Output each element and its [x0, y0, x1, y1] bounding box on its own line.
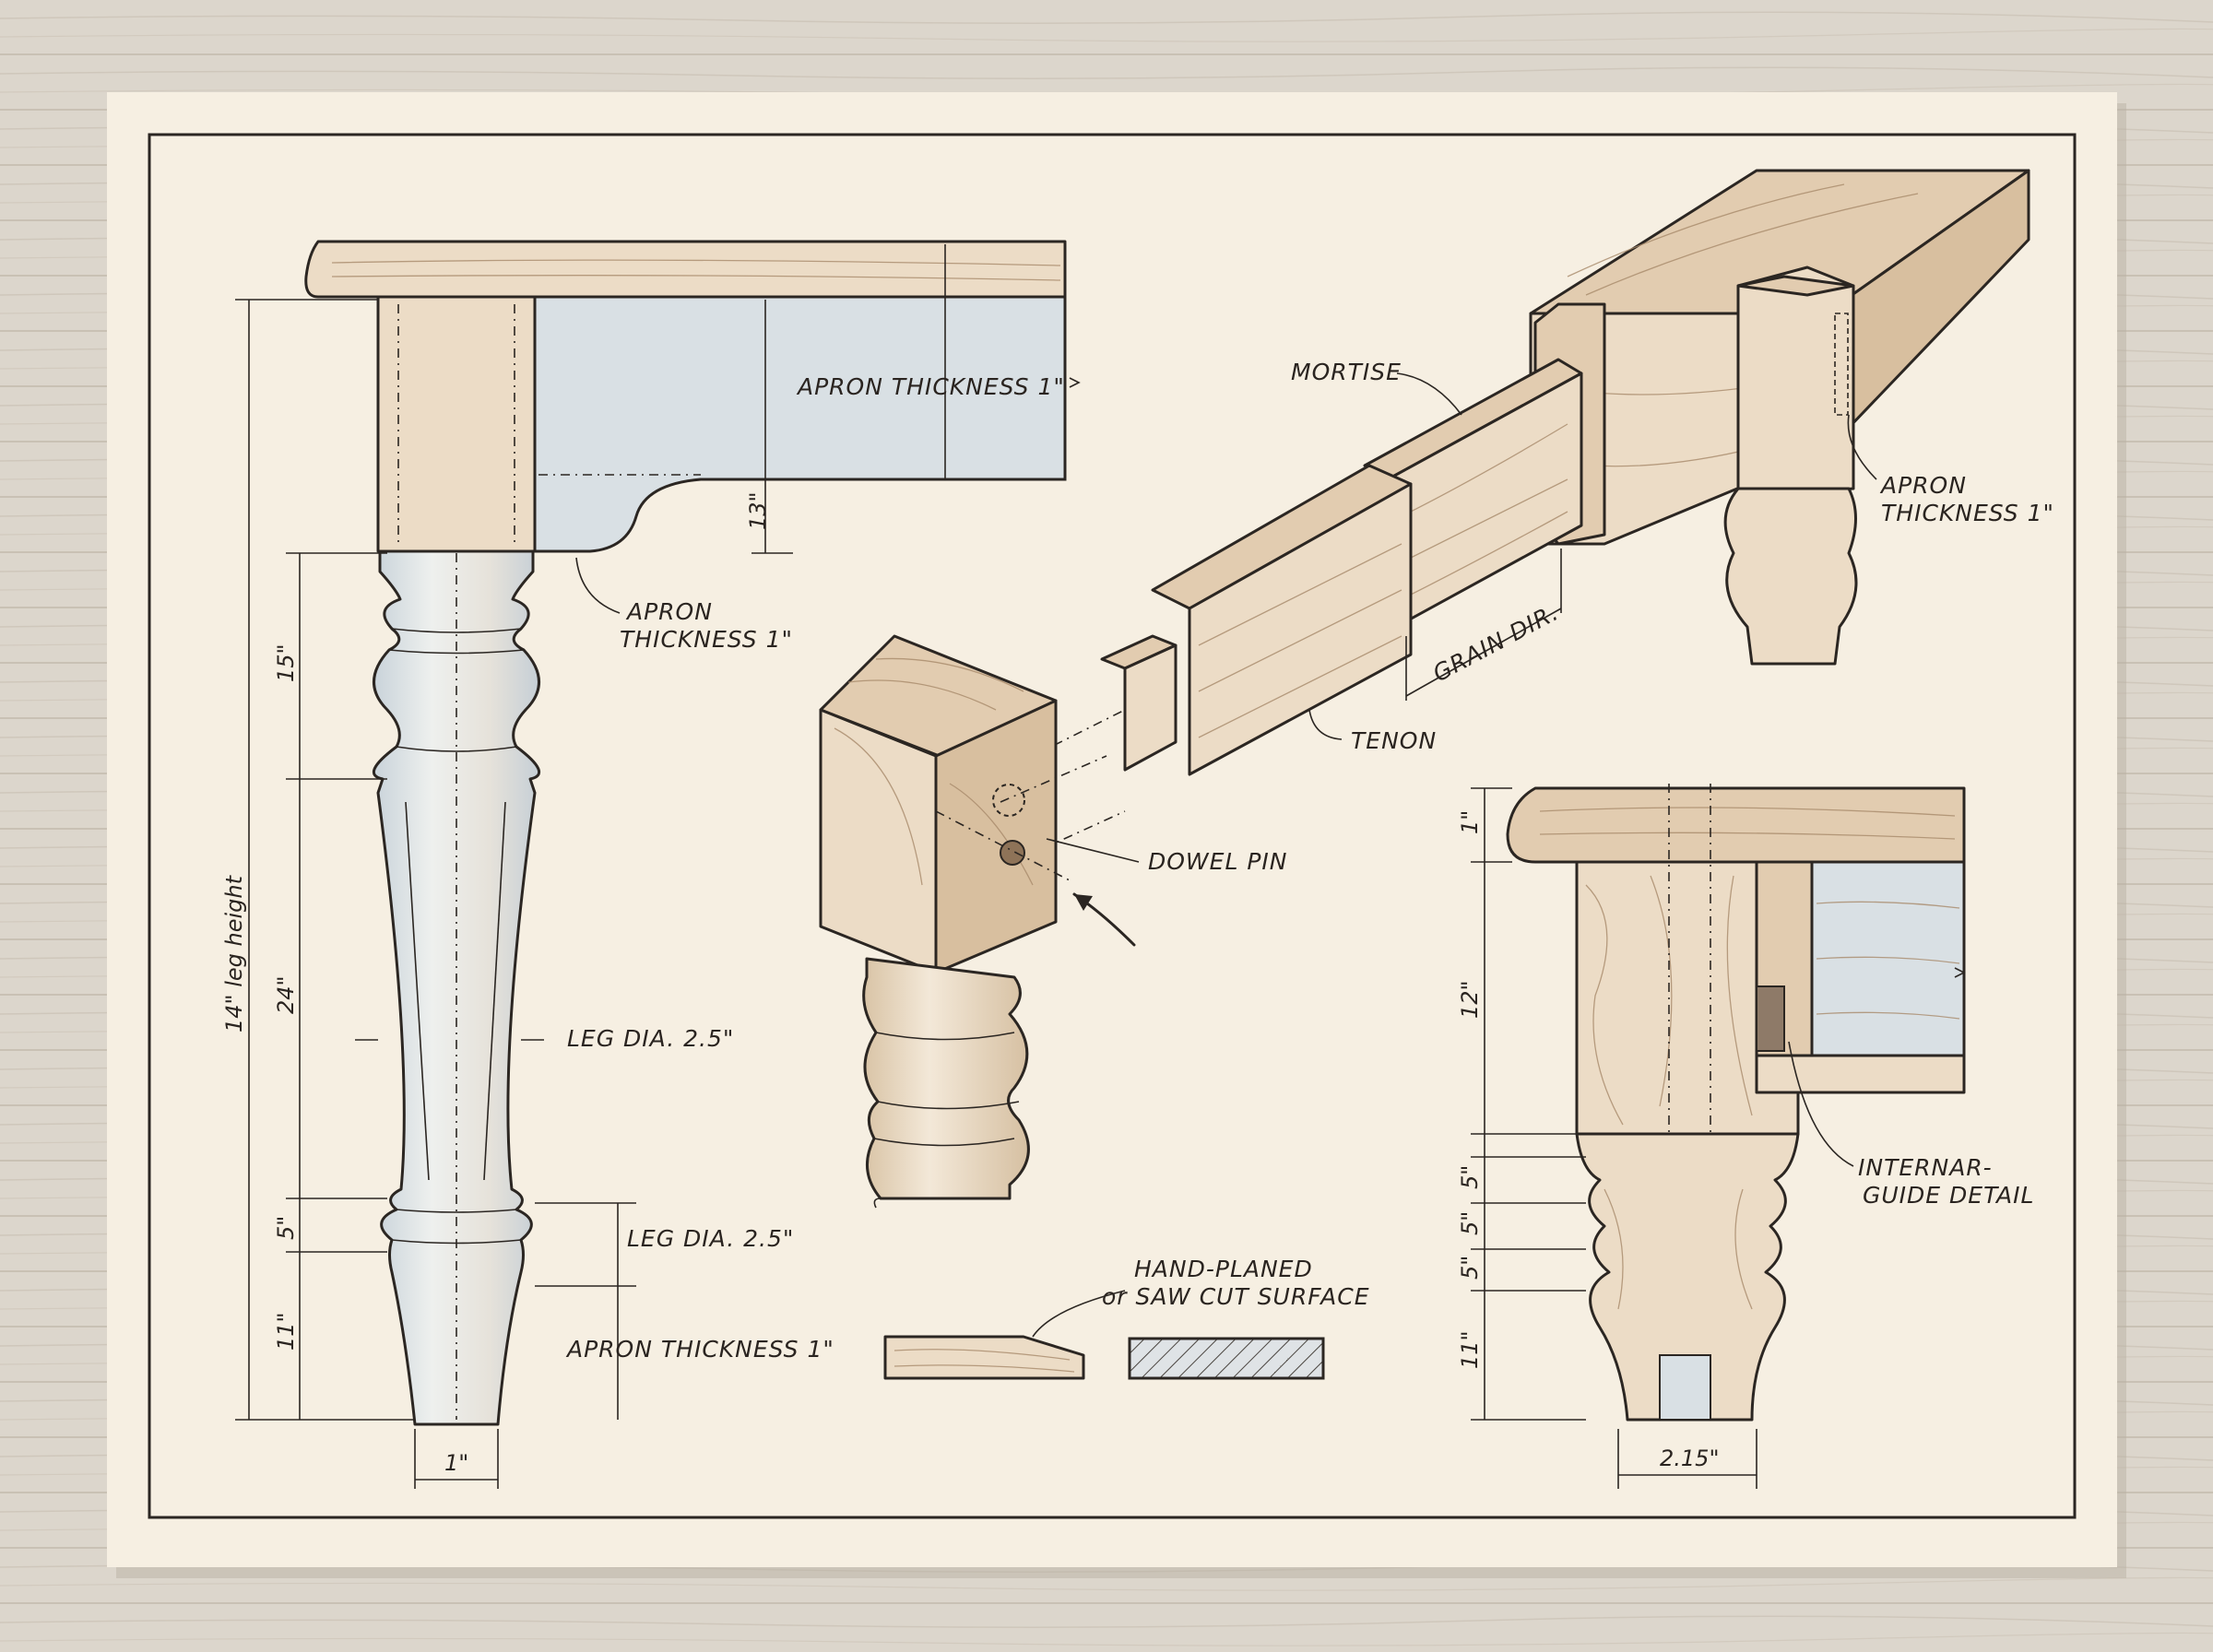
leg-upper-block — [376, 295, 537, 553]
internal-guide-block — [1756, 985, 1785, 1052]
label-tenon: TENON — [1351, 727, 1437, 754]
apron-board — [533, 295, 1067, 553]
label-apron-left-1: APRON — [625, 598, 713, 625]
label-apron-right-2: THICKNESS 1" — [1881, 500, 2054, 526]
section-top — [1506, 786, 1966, 864]
section-apron — [1810, 860, 1966, 1057]
label-hand-planed-1: HAND-PLANED — [1134, 1256, 1313, 1282]
section-dim-5c: 5" — [1457, 1256, 1483, 1280]
turned-leg-detail — [862, 957, 1030, 1200]
dim-1-bottom: 1" — [444, 1450, 468, 1476]
section-dim-215: 2.15" — [1660, 1446, 1719, 1471]
label-apron-right-1: APRON — [1879, 472, 1967, 499]
leg-block-dowel-view: DOWEL PIN — [819, 634, 1287, 1209]
label-leg-dia-mid: LEG DIA. 2.5" — [567, 1025, 734, 1052]
dim-24: 24" — [273, 975, 299, 1014]
label-internal-guide-1: INTERNAR- — [1858, 1154, 1993, 1181]
drawing-border — [148, 133, 2077, 1519]
dim-leg-height: 14" leg height — [221, 874, 247, 1032]
label-leg-dia-low: LEG DIA. 2.5" — [627, 1225, 794, 1252]
label-apron-thickness-bottom: APRON THICKNESS 1" — [565, 1336, 834, 1363]
dowel-hole — [1000, 840, 1025, 866]
dim-15: 15" — [273, 643, 299, 682]
section-lower-leg — [1575, 1132, 1800, 1422]
apron-board-exploded — [1188, 482, 1413, 776]
leg-block-side — [934, 699, 1058, 974]
surface-detail: HAND-PLANED or SAW CUT SURFACE — [883, 1256, 1370, 1380]
dim-13: 13" — [745, 491, 771, 530]
label-dowel-pin: DOWEL PIN — [1148, 848, 1287, 875]
section-view: 1" 12" 5" 5" 5" 11" 2.15" INTERNAR- GUID… — [1457, 784, 2034, 1489]
turned-leg — [372, 549, 541, 1426]
mortise-tenon-exploded-view: GRAIN DIR. MORTISE TENON APRON THICKNESS… — [1013, 169, 2054, 858]
label-internal-guide-2: GUIDE DETAIL — [1863, 1182, 2034, 1209]
dim-5: 5" — [273, 1216, 299, 1240]
label-hand-planed-2: or SAW CUT SURFACE — [1102, 1283, 1370, 1310]
section-dim-12: 12" — [1457, 980, 1483, 1019]
section-dim-5b: 5" — [1457, 1211, 1483, 1235]
section-dim-11: 11" — [1457, 1330, 1483, 1369]
right-leg-post — [1736, 266, 1855, 500]
section-dim-5a: 5" — [1457, 1165, 1483, 1189]
label-mortise: MORTISE — [1291, 359, 1402, 385]
saw-cut-board — [1128, 1337, 1325, 1380]
table-top-edge — [304, 240, 1067, 299]
dim-11: 11" — [273, 1312, 299, 1351]
section-dim-1: 1" — [1457, 810, 1483, 834]
leg-elevation-view: 14" leg height 15" 24" 5" 11" 13" APRON … — [221, 240, 1081, 1489]
label-apron-left-2: THICKNESS 1" — [620, 626, 793, 653]
tenon-stub — [1123, 643, 1178, 772]
label-apron-thickness-top: APRON THICKNESS 1" — [796, 373, 1065, 400]
